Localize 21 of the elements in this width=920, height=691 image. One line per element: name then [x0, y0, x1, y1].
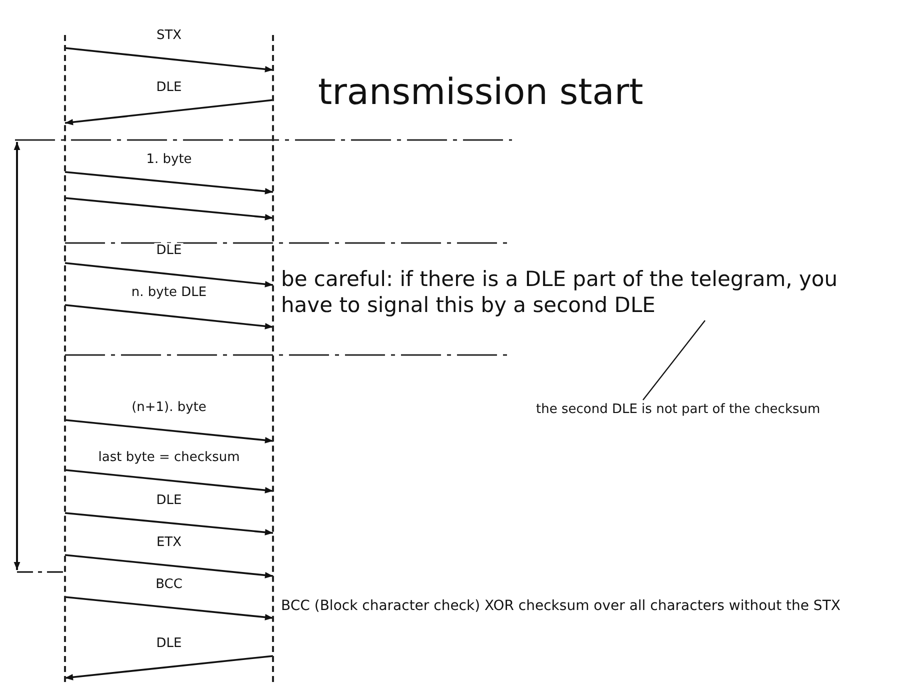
message-arrow — [64, 262, 274, 288]
message-arrow — [64, 304, 274, 330]
lifeline — [64, 35, 66, 682]
message-arrow — [64, 419, 274, 444]
message-arrow — [64, 171, 274, 194]
message-arrow — [64, 655, 274, 680]
edge-label: (n+1). byte — [130, 400, 208, 415]
message-arrow — [64, 469, 274, 494]
heading-text: transmission start — [318, 72, 644, 113]
lifeline — [272, 35, 274, 682]
message-arrow — [64, 554, 274, 578]
message-arrow — [64, 197, 274, 220]
edge-label: last byte = checksum — [96, 450, 242, 465]
note-text: be careful: if there is a DLE part of the telegram, you have to signal this by a second DLE — [281, 266, 841, 318]
note-text: BCC (Block character check) XOR checksum over all characters without the STX — [281, 598, 840, 614]
message-arrow — [64, 512, 274, 536]
leader-line — [642, 320, 706, 400]
message-arrow — [64, 596, 274, 620]
message-arrow — [64, 99, 274, 126]
message-arrow — [64, 47, 274, 72]
note-text: the second DLE is not part of the checksum — [536, 402, 820, 418]
